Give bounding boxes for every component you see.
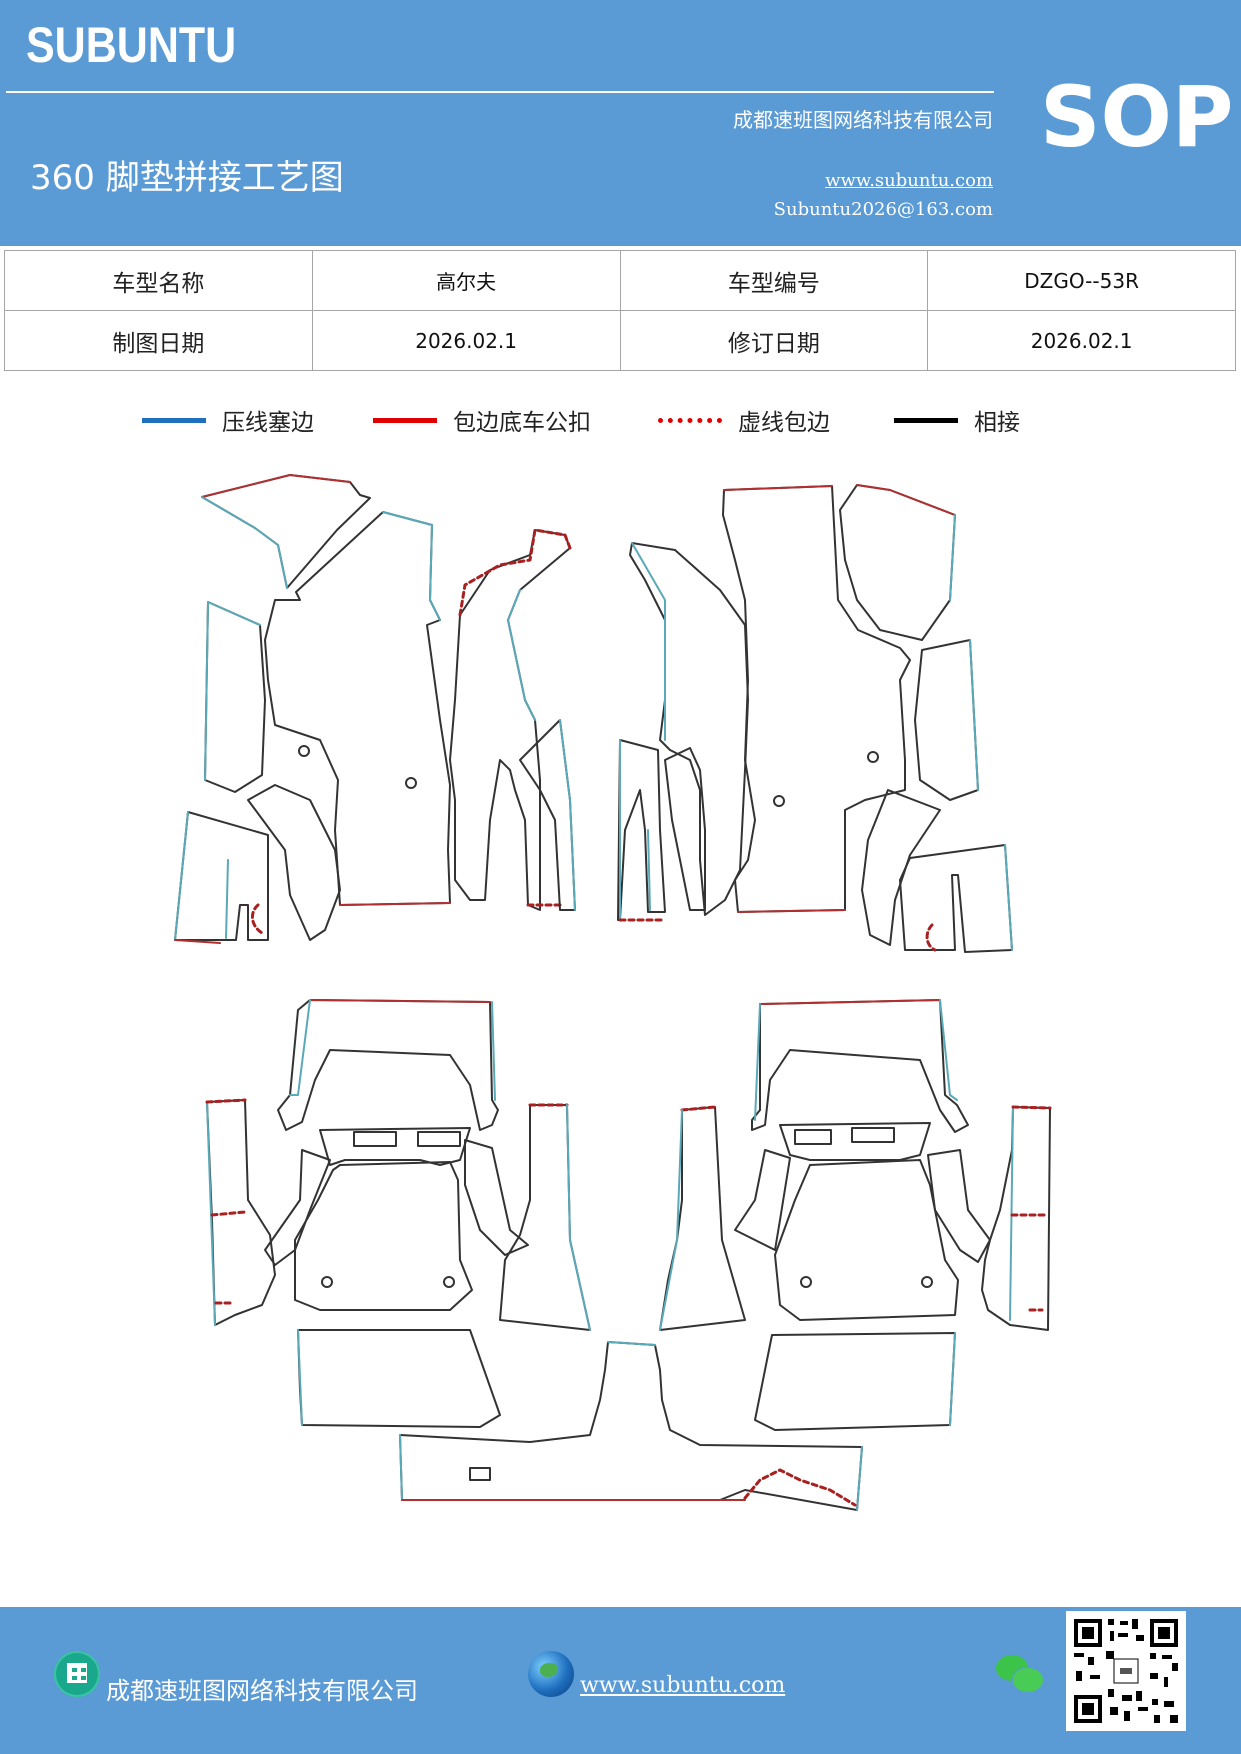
legend-label: 压线塞边 <box>222 410 314 436</box>
legend-label: 虚线包边 <box>738 410 830 436</box>
mat-piece <box>201 474 371 589</box>
header-website-link[interactable]: www.subuntu.com <box>825 170 993 191</box>
header-banner: SUBUNTU 成都速班图网络科技有限公司 SOP 360 脚垫拼接工艺图 ww… <box>0 0 1241 246</box>
sop-label: SOP <box>1040 68 1234 166</box>
model-name-value: 高尔夫 <box>311 250 621 311</box>
legend-item-press-line: 压线塞边 <box>142 400 314 440</box>
mat-piece <box>664 747 706 911</box>
legend-swatch-blue <box>142 417 206 423</box>
legend-item-join: 相接 <box>894 400 1020 440</box>
mat-piece <box>981 1106 1051 1331</box>
mat-piece <box>277 999 499 1131</box>
mat-piece <box>294 1161 473 1311</box>
mat-piece <box>297 1329 501 1428</box>
model-name-label: 车型名称 <box>4 250 313 311</box>
mat-piece <box>659 1106 746 1331</box>
draw-date-label: 制图日期 <box>4 310 313 371</box>
revise-date-label: 修订日期 <box>619 310 929 371</box>
header-divider <box>6 91 994 93</box>
building-icon <box>54 1651 100 1697</box>
legend-label: 相接 <box>974 410 1020 436</box>
brand-logo: SUBUNTU <box>26 17 237 73</box>
mat-piece <box>204 601 266 793</box>
mat-piece <box>499 1104 591 1331</box>
qr-code-graphic <box>1066 1611 1186 1731</box>
mat-piece <box>464 1139 529 1256</box>
table-row: 车型名称 高尔夫 车型编号 DZGO--53R <box>4 250 1236 311</box>
mat-piece <box>629 542 749 916</box>
mat-piece <box>519 719 576 911</box>
legend: 压线塞边 包边底车公扣 虚线包边 相接 <box>0 400 1241 440</box>
footer-banner: 成都速班图网络科技有限公司 www.subuntu.com <box>0 1607 1241 1754</box>
mat-piece <box>722 485 911 913</box>
footer-company: 成都速班图网络科技有限公司 <box>106 1677 418 1705</box>
page-title: 360 脚垫拼接工艺图 <box>30 158 344 198</box>
legend-label: 包边底车公扣 <box>453 410 591 436</box>
info-table: 车型名称 高尔夫 车型编号 DZGO--53R 制图日期 2026.02.1 修… <box>4 250 1236 371</box>
header-email: Subuntu2026@163.com <box>773 199 993 220</box>
mat-piece <box>914 639 979 801</box>
mat-piece <box>449 529 571 911</box>
mat-piece <box>734 1149 791 1251</box>
legend-item-dashed-edge: 虚线包边 <box>658 400 830 440</box>
mat-piece <box>264 511 451 906</box>
draw-date-value: 2026.02.1 <box>311 310 621 371</box>
mat-pattern-diagram <box>174 474 1052 1511</box>
legend-swatch-dashed <box>658 417 722 423</box>
qr-code <box>1066 1611 1186 1731</box>
legend-swatch-red <box>373 417 437 423</box>
globe-icon <box>528 1651 574 1697</box>
legend-swatch-black <box>894 417 958 423</box>
model-code-label: 车型编号 <box>619 250 929 311</box>
table-row: 制图日期 2026.02.1 修订日期 2026.02.1 <box>4 310 1236 371</box>
legend-item-red-edge: 包边底车公扣 <box>373 400 591 440</box>
footer-website-link[interactable]: www.subuntu.com <box>580 1673 786 1698</box>
mat-piece <box>861 789 941 946</box>
header-company: 成都速班图网络科技有限公司 <box>733 108 993 132</box>
mat-piece <box>174 811 269 941</box>
model-code-value: DZGO--53R <box>927 250 1236 311</box>
mat-piece <box>264 1149 331 1266</box>
mat-piece <box>899 844 1013 953</box>
mat-piece <box>751 999 969 1133</box>
revise-date-value: 2026.02.1 <box>927 310 1236 371</box>
mat-piece <box>927 1149 991 1263</box>
wechat-icon[interactable] <box>996 1655 1044 1697</box>
mat-piece <box>774 1159 959 1321</box>
mat-piece <box>617 739 666 921</box>
mat-piece <box>754 1332 956 1431</box>
mat-piece <box>247 784 341 941</box>
